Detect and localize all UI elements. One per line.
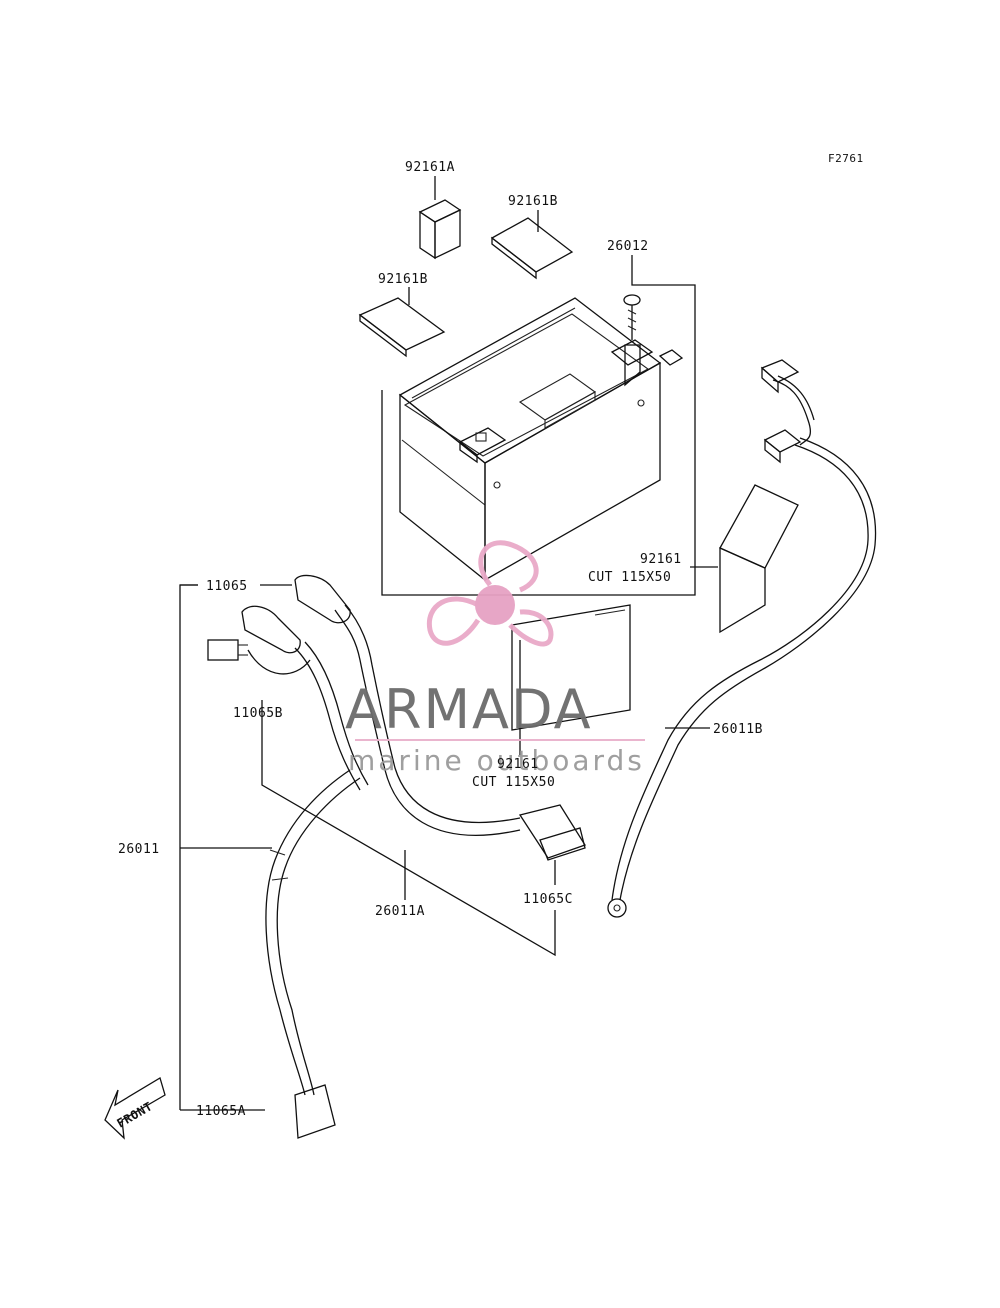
sheet-92161-right xyxy=(719,484,799,634)
cable-26011B xyxy=(607,359,877,918)
label-92161B-top: 92161B xyxy=(508,194,558,209)
label-11065: 11065 xyxy=(206,579,248,594)
leader-lines xyxy=(179,176,718,1111)
pad-92161A xyxy=(418,199,462,260)
watermark-subtitle: marine outboards xyxy=(348,744,645,777)
label-26011: 26011 xyxy=(118,842,160,857)
battery xyxy=(398,294,684,582)
label-92161-center: 92161 xyxy=(497,757,539,772)
watermark-title: ARMADA xyxy=(345,678,593,741)
front-arrow-label: FRONT xyxy=(115,1099,155,1130)
pad-92161B-left xyxy=(358,297,446,358)
label-11065B: 11065B xyxy=(233,706,283,721)
label-92161A: 92161A xyxy=(405,160,455,175)
label-11065A: 11065A xyxy=(196,1104,246,1119)
sheet-92161-center xyxy=(511,604,631,731)
propeller-hub xyxy=(475,585,515,625)
pad-92161B-top xyxy=(490,217,574,280)
part-labels: F2761 92161A 92161B 26012 92161B 92161 C… xyxy=(118,152,864,1119)
propeller-logo xyxy=(426,540,554,647)
front-arrow: FRONT xyxy=(104,1077,166,1140)
label-cut-right: CUT 115X50 xyxy=(588,570,671,585)
cable-26011 xyxy=(207,574,586,1139)
label-11065C: 11065C xyxy=(523,892,573,907)
label-26012: 26012 xyxy=(607,239,649,254)
watermark: ARMADA marine outboards xyxy=(345,540,645,777)
label-26011B: 26011B xyxy=(713,722,763,737)
label-92161-right: 92161 xyxy=(640,552,682,567)
label-cut-center: CUT 115X50 xyxy=(472,775,555,790)
label-92161B-left: 92161B xyxy=(378,272,428,287)
figure-code: F2761 xyxy=(828,152,864,165)
label-26011A: 26011A xyxy=(375,904,425,919)
